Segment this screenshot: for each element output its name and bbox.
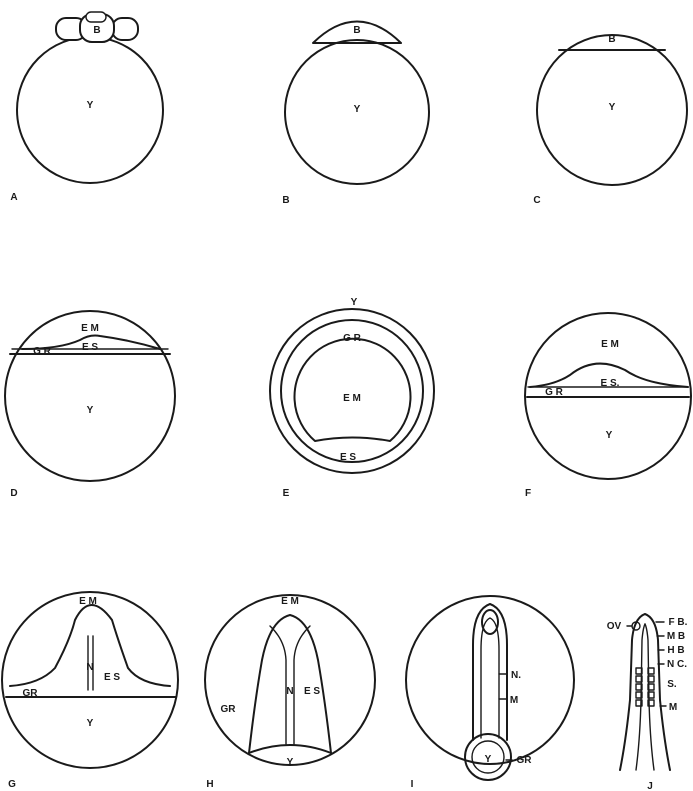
panel-a-letter: A xyxy=(10,192,17,203)
panel-h-letter: H xyxy=(206,779,213,790)
panel-a-yolk-label: Y xyxy=(87,100,94,111)
panel-i-gr-label: GR xyxy=(517,755,533,766)
panel-j: OV F B. M B H B N C. S. M J xyxy=(607,614,688,791)
panel-b-letter: B xyxy=(282,195,289,206)
panel-f-yolk-label: Y xyxy=(606,430,613,441)
panel-f-gr-label: G R xyxy=(545,387,564,398)
panel-h-em-label: E M xyxy=(281,596,299,607)
panel-d-letter: D xyxy=(10,488,17,499)
panel-f-es-label: E S. xyxy=(601,378,620,389)
panel-j-s-label: S. xyxy=(667,679,677,690)
panel-a-blastoderm-label: B xyxy=(93,25,100,36)
panel-e: Y G R E M E S E xyxy=(270,297,434,499)
panel-g-circle xyxy=(2,592,178,768)
panel-g-yolk-label: Y xyxy=(87,718,94,729)
panel-g-embryo-outline xyxy=(10,605,170,686)
panel-i-head-bulb xyxy=(482,610,498,634)
panel-e-embryo-region xyxy=(295,339,411,441)
panel-g: E M N E S GR Y G xyxy=(2,592,178,790)
panel-d-yolk-label: Y xyxy=(87,405,94,416)
panel-h-gr-label: GR xyxy=(221,704,237,715)
panel-d-em-label: E M xyxy=(81,323,99,334)
panel-j-letter: J xyxy=(647,781,653,791)
panel-h-yolk-label: Y xyxy=(287,757,294,768)
panel-d-gr-label: G R xyxy=(33,346,52,357)
panel-h-neural-left xyxy=(270,626,286,744)
panel-h-es-label: E S xyxy=(304,686,320,697)
panel-e-gr-label: G R xyxy=(343,333,362,344)
panel-h-embryo-outline xyxy=(249,615,331,753)
panel-f-em-label: E M xyxy=(601,339,619,350)
panel-g-letter: G xyxy=(8,779,16,790)
panel-e-letter: E xyxy=(283,488,290,499)
panel-i-n-label: N. xyxy=(511,670,521,681)
panel-e-es-label: E S xyxy=(340,452,356,463)
panel-h-yolk-arc xyxy=(249,745,331,753)
panel-i-yolk-label: Y xyxy=(485,754,492,765)
panel-j-fb-label: F B. xyxy=(669,617,688,628)
panel-i-letter: I xyxy=(411,779,414,790)
panel-j-hb-label: H B xyxy=(667,645,684,656)
panel-g-em-label: E M xyxy=(79,596,97,607)
panel-h-circle xyxy=(205,595,375,765)
panel-a: B Y A xyxy=(10,12,163,203)
panel-j-inner-tube-left xyxy=(636,624,645,770)
panel-i-circle xyxy=(406,596,574,764)
panel-h-n-label: N xyxy=(286,686,293,697)
panel-g-n-label: N xyxy=(86,662,93,673)
panel-j-inner-tube-right xyxy=(645,624,654,770)
panel-d-es-label: E S xyxy=(82,342,98,353)
panel-f: E M E S. G R Y F xyxy=(525,313,691,499)
panel-d: E M E S G R Y D xyxy=(5,311,175,499)
panel-e-yolk-label: Y xyxy=(351,297,358,308)
panel-f-letter: F xyxy=(525,488,531,499)
panel-e-em-label: E M xyxy=(343,393,361,404)
panel-c-yolk-label: Y xyxy=(609,102,616,113)
panel-j-mb-label: M B xyxy=(667,631,685,642)
panel-h: E M N E S GR Y H xyxy=(205,595,375,790)
panel-h-neural-right xyxy=(294,626,310,744)
panel-j-m-label: M xyxy=(669,702,677,713)
panel-b-blastoderm-label: B xyxy=(353,25,360,36)
panel-j-embryo-outline xyxy=(620,614,670,770)
panel-j-ov-label: OV xyxy=(607,621,622,632)
panel-g-es-label: E S xyxy=(104,672,120,683)
panel-i-embryo-outer xyxy=(473,604,507,740)
panel-c: B Y C xyxy=(533,34,687,206)
panel-i: N. M Y GR I xyxy=(406,596,574,790)
panel-b: B Y B xyxy=(282,22,429,207)
panel-c-blastoderm-label: B xyxy=(608,34,615,45)
panel-c-letter: C xyxy=(533,195,540,206)
panel-j-somites xyxy=(636,668,654,706)
panel-j-nc-label: N C. xyxy=(667,659,687,670)
panel-i-m-label: M xyxy=(510,695,518,706)
panel-i-embryo-inner xyxy=(481,618,499,738)
panel-g-gr-label: GR xyxy=(23,688,39,699)
panel-b-yolk-label: Y xyxy=(354,104,361,115)
